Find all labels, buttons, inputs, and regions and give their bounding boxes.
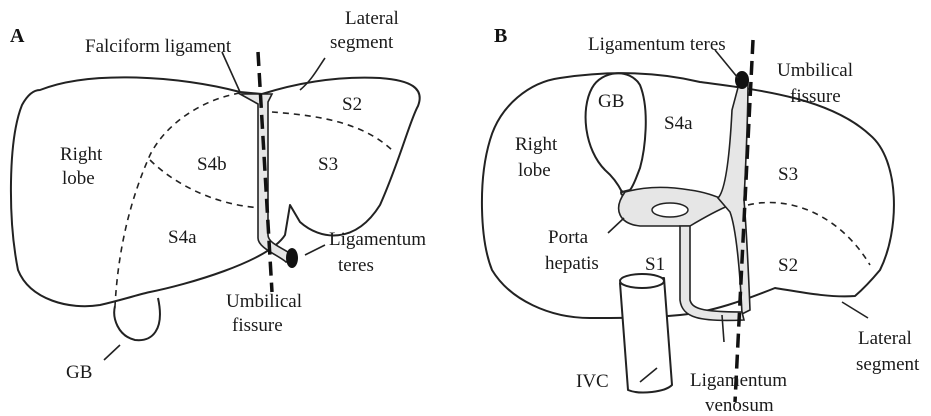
panel-b-lateral-label-2: segment	[856, 354, 920, 375]
panel-b-right-label-1: Right	[515, 134, 558, 155]
panel-a-teres-label-2: teres	[338, 255, 374, 276]
panel-a-teres-dot	[286, 248, 298, 268]
panel-b-s1-label: S1	[645, 254, 665, 275]
panel-a-gb-label: GB	[66, 362, 92, 383]
panel-b-teres-dot	[735, 71, 749, 89]
panel-a-gb-leader	[104, 345, 120, 360]
panel-a-umbilical-label-2: fissure	[232, 315, 283, 336]
panel-b-porta-inner	[652, 203, 688, 217]
panel-a-lateral-label-2: segment	[330, 32, 394, 53]
panel-a-lateral-label-1: Lateral	[345, 8, 399, 29]
panel-a-s3-label: S3	[318, 154, 338, 175]
panel-b-right-label-2: lobe	[518, 160, 551, 181]
panel-b-porta-label-2: hepatis	[545, 253, 599, 274]
panel-a-label: A	[10, 25, 25, 47]
panel-b-s3-label: S3	[778, 164, 798, 185]
panel-a-umbilical-label-1: Umbilical	[226, 291, 302, 312]
panel-b-venosum-label-1: Ligamentum	[690, 370, 787, 391]
panel-a: A Falciform ligament Lateral segment S2 …	[10, 8, 426, 383]
panel-b-s4a-label: S4a	[664, 113, 693, 134]
panel-a-falciform-leader	[222, 52, 240, 92]
panel-a-teres-label-1: Ligamentum	[329, 229, 426, 250]
panel-b-umbilical-label-1: Umbilical	[777, 60, 853, 81]
panel-b-porta-label-1: Porta	[548, 227, 589, 248]
panel-a-gallbladder	[114, 298, 160, 340]
panel-b-label: B	[494, 25, 507, 47]
panel-a-boundary-s2s3	[272, 112, 392, 150]
panel-a-s4b-label: S4b	[197, 154, 227, 175]
panel-a-falciform-ligament	[240, 94, 295, 262]
panel-a-teres-leader	[305, 245, 325, 255]
panel-b: B Ligamentum teres Umbilical fissure GB …	[482, 25, 920, 416]
panel-b-boundary-s3s2	[748, 203, 870, 266]
panel-a-boundary-right	[115, 93, 240, 306]
panel-a-right-label-1: Right	[60, 144, 103, 165]
panel-b-ivc-top	[620, 274, 664, 288]
panel-b-lateral-leader	[842, 302, 868, 318]
panel-a-falciform-label: Falciform ligament	[85, 36, 232, 57]
panel-b-gb-label: GB	[598, 91, 624, 112]
panel-b-porta-leader	[608, 218, 624, 233]
panel-a-lateral-leader	[300, 58, 325, 90]
panel-b-s2-label: S2	[778, 255, 798, 276]
panel-b-ivc	[620, 278, 672, 392]
panel-a-right-label-2: lobe	[62, 168, 95, 189]
panel-a-s4a-label: S4a	[168, 227, 197, 248]
panel-b-umbilical-label-2: fissure	[790, 86, 841, 107]
panel-b-lateral-label-1: Lateral	[858, 328, 912, 349]
panel-b-venosum-label-2: venosum	[705, 395, 774, 416]
panel-b-channel-venosum	[680, 226, 744, 320]
panel-b-teres-label: Ligamentum teres	[588, 34, 726, 55]
panel-b-ivc-label: IVC	[576, 371, 609, 392]
panel-a-s2-label: S2	[342, 94, 362, 115]
